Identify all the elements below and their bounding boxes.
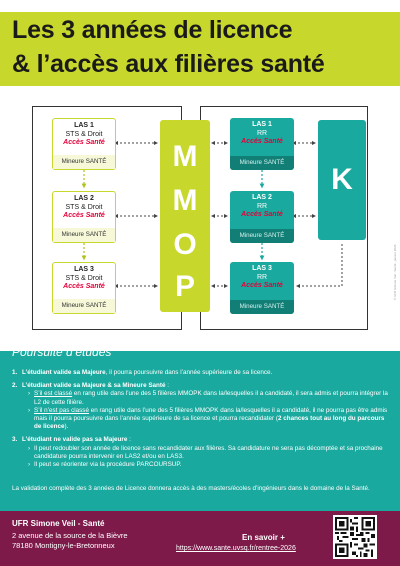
footer: UFR Simone Veil - Santé 2 avenue de la s…: [0, 511, 400, 566]
las-track: RR: [256, 202, 268, 210]
sub-text-end: ).: [64, 423, 69, 431]
las-minor: Mineure SANTÉ: [53, 155, 115, 169]
item-bold: L’étudiant valide sa Majeure: [22, 369, 106, 376]
item-number: 2.: [12, 382, 18, 390]
las-track: RR: [256, 129, 268, 137]
list-item: 3. L’étudiant ne valide pas sa Majeure :…: [12, 436, 392, 469]
sub-list: S’il est classé en rang utile dans l’une…: [22, 390, 392, 431]
las-access: Accès Santé: [63, 212, 105, 219]
address-line-2: 78180 Montigny-le-Bretonneux: [12, 541, 115, 550]
las-track: RR: [256, 273, 268, 281]
las-access: Accès Santé: [241, 282, 283, 289]
item-number: 1.: [12, 369, 18, 376]
item-bold: L’étudiant valide sa Majeure & sa Mineur…: [22, 382, 166, 390]
mmop-letter-m1: M: [172, 140, 198, 173]
las2-rr-box: LAS 2 RR Accès Santé Mineure SANTÉ: [230, 191, 294, 243]
las-diagram: LAS 1 STS & Droit Accès Santé Mineure SA…: [0, 98, 400, 348]
page-title-line-1: Les 3 années de licence: [12, 16, 293, 44]
copyright-note: © UFR Simone Veil - Santé - janvier 2026: [393, 244, 397, 300]
sub-text: en rang utile dans l’une des 5 filières …: [34, 390, 388, 406]
studies-list: 1. L’étudiant valide sa Majeure, il pour…: [12, 369, 392, 474]
studies-section: Poursuite d’études 1. L’étudiant valide …: [0, 345, 400, 511]
las-minor: Mineure SANTÉ: [230, 229, 294, 243]
item-number: 3.: [12, 436, 18, 444]
page-title-line-2: & l’accès aux filières santé: [12, 50, 325, 78]
sub-underline: S’il est classé: [34, 390, 73, 398]
mmop-letter-o: O: [173, 228, 197, 261]
las-minor: Mineure SANTÉ: [53, 228, 115, 242]
sub-item: Il peut redoubler son année de licence s…: [28, 445, 392, 461]
las-name: LAS 3: [252, 265, 272, 272]
las3-sts-box: LAS 3 STS & Droit Accès Santé Mineure SA…: [52, 262, 116, 314]
las-name: LAS 3: [74, 266, 94, 273]
las1-sts-box: LAS 1 STS & Droit Accès Santé Mineure SA…: [52, 118, 116, 170]
diagram-arrows: [81, 141, 343, 288]
las-name: LAS 1: [252, 121, 272, 128]
sub-item: S’il est classé en rang utile dans l’une…: [28, 390, 392, 406]
sub-bold: 2 chances tout au long du parcours de li…: [34, 415, 385, 431]
las-track: STS & Droit: [65, 130, 103, 138]
arrow-k-rlas3: [296, 244, 343, 288]
item-text: :: [127, 436, 131, 444]
las-track: STS & Droit: [65, 274, 103, 282]
mmop-letter-m2: M: [172, 184, 198, 217]
qr-code-icon[interactable]: [333, 515, 377, 559]
las-access: Accès Santé: [63, 283, 105, 290]
las-access: Accès Santé: [241, 138, 283, 145]
address-line-1: 2 avenue de la source de la Bièvre: [12, 531, 128, 540]
las-minor: Mineure SANTÉ: [230, 156, 294, 170]
k-block: K: [318, 120, 366, 240]
item-bold: L’étudiant ne valide pas sa Majeure: [22, 436, 128, 444]
las-name: LAS 2: [74, 195, 94, 202]
title-banner: [0, 12, 400, 86]
las-minor: Mineure SANTÉ: [53, 299, 115, 313]
rentree-link[interactable]: https://www.sante.uvsq.fr/rentree-2026: [176, 545, 296, 552]
las-access: Accès Santé: [241, 211, 283, 218]
mmop-letter-p: P: [174, 270, 195, 303]
las-access: Accès Santé: [63, 139, 105, 146]
ufr-name: UFR Simone Veil - Santé: [12, 519, 105, 528]
las-name: LAS 2: [252, 194, 272, 201]
las2-sts-box: LAS 2 STS & Droit Accès Santé Mineure SA…: [52, 191, 116, 243]
list-item: 1. L’étudiant valide sa Majeure, il pour…: [12, 369, 392, 377]
list-item: 2. L’étudiant valide sa Majeure & sa Min…: [12, 382, 392, 431]
sub-underline: S’il n’est pas classé: [34, 406, 89, 414]
las-minor: Mineure SANTÉ: [230, 300, 294, 314]
sub-text: en rang utile dans l’une des 5 filières …: [34, 406, 388, 423]
item-text: , il pourra poursuivre dans l’année supé…: [105, 369, 273, 376]
conclusion-text: La validation complète des 3 années de L…: [12, 485, 370, 492]
learn-more-label: En savoir +: [242, 533, 285, 542]
las1-rr-box: LAS 1 RR Accès Santé Mineure SANTÉ: [230, 118, 294, 170]
sub-item: Il peut se réorienter via la procédure P…: [28, 461, 392, 469]
mmop-block: M M O P: [160, 120, 210, 312]
las-track: STS & Droit: [65, 203, 103, 211]
las3-rr-box: LAS 3 RR Accès Santé Mineure SANTÉ: [230, 262, 294, 314]
studies-heading: Poursuite d’études: [12, 345, 112, 359]
sub-list: Il peut redoubler son année de licence s…: [22, 445, 392, 470]
las-name: LAS 1: [74, 122, 94, 129]
sub-item: S’il n’est pas classé en rang utile dans…: [28, 407, 392, 432]
item-text: :: [165, 382, 169, 390]
